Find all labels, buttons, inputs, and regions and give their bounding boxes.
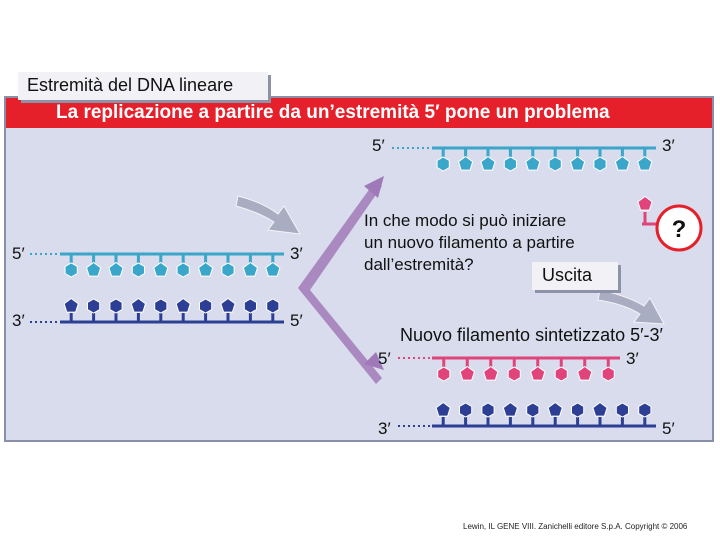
left-template-base	[242, 261, 259, 277]
left-template-base	[131, 262, 145, 278]
end-label-left-top-3: 3′	[290, 244, 303, 263]
top-template-base	[614, 155, 631, 171]
left-complement-base	[154, 298, 168, 314]
bottom-complement-base	[526, 402, 540, 418]
new-strand-base	[530, 365, 546, 381]
left-template-base	[108, 261, 124, 277]
left-complement-base	[220, 297, 236, 313]
bottom-complement-base	[459, 402, 473, 418]
fork-chevron	[298, 180, 382, 384]
bottom-complement-base	[571, 402, 585, 418]
exit-label-box: Uscita	[532, 262, 618, 290]
new-strand-base	[601, 366, 615, 382]
left-complement-base	[199, 298, 213, 314]
end-label-bottom-blue-5: 5′	[662, 419, 675, 438]
end-label-left-top-5: 5′	[12, 244, 25, 263]
fork-arrowhead-down	[364, 352, 384, 370]
top-template-base	[457, 155, 474, 171]
top-template-base	[593, 156, 607, 172]
top-template-base	[503, 156, 517, 172]
new-strand-base	[577, 365, 593, 381]
bottom-complement-base	[481, 402, 495, 418]
curved-arrow-left	[235, 195, 301, 235]
end-label-bottom-blue-3: 3′	[378, 419, 391, 438]
left-template-base	[176, 262, 190, 278]
left-complement-base	[109, 298, 123, 314]
end-label-top-right-3: 3′	[662, 136, 675, 155]
left-complement-base	[175, 297, 191, 313]
question-circle	[655, 204, 703, 252]
top-template-base	[480, 155, 496, 171]
diagram-title: La replicazione a partire da un’estremit…	[56, 102, 610, 123]
top-template-base	[548, 156, 562, 172]
bottom-complement-base	[638, 402, 652, 418]
new-strand-base	[437, 366, 451, 382]
top-template-base	[637, 155, 653, 171]
top-template-base	[436, 156, 450, 172]
exit-label: Uscita	[542, 265, 593, 285]
question-line-3: dall’estremità?	[364, 255, 474, 274]
linear-dna-end-label: Estremità del DNA lineare	[27, 75, 234, 95]
new-strand-base	[483, 365, 499, 381]
question-line-1: In che modo si può iniziare	[364, 211, 567, 230]
top-template-base	[569, 155, 586, 171]
left-complement-base	[63, 297, 79, 313]
new-strand-base	[507, 366, 521, 382]
left-template-base	[265, 261, 281, 277]
left-complement-base	[243, 298, 257, 314]
end-label-top-right-5: 5′	[372, 136, 385, 155]
title-bar: La replicazione a partire da un’estremit…	[6, 98, 712, 128]
left-complement-base	[87, 298, 101, 314]
new-strand-base	[459, 365, 475, 381]
linear-dna-end-label-box: Estremità del DNA lineare	[18, 72, 268, 100]
left-template-base	[221, 262, 235, 278]
copyright-footer: Lewin, IL GENE VIII. Zanichelli editore …	[463, 522, 688, 531]
curved-arrow-exit	[597, 289, 665, 325]
end-label-left-bottom-5: 5′	[290, 311, 303, 330]
top-template-base	[525, 155, 541, 171]
question-mark-icon: ?	[672, 216, 687, 243]
bottom-complement-base	[502, 401, 519, 417]
left-template-base	[197, 261, 214, 277]
left-template-base	[153, 261, 169, 277]
fork-arrowhead-up	[364, 176, 384, 198]
left-complement-base	[266, 298, 280, 314]
bottom-complement-base	[592, 401, 608, 417]
new-strand-label: Nuovo filamento sintetizzato 5′-3′	[400, 325, 663, 345]
left-template-base	[85, 261, 102, 277]
new-strand-base	[554, 366, 568, 382]
left-template-base	[64, 262, 78, 278]
end-label-left-bottom-3: 3′	[12, 311, 25, 330]
end-label-pink-3: 3′	[626, 349, 639, 368]
bottom-complement-base	[435, 401, 451, 417]
primer-stub-base	[637, 195, 653, 211]
left-complement-base	[130, 297, 147, 313]
question-line-2: un nuovo filamento a partire	[364, 233, 575, 252]
end-label-pink-5: 5′	[378, 349, 391, 368]
bottom-complement-base	[615, 402, 629, 418]
bottom-complement-base	[547, 401, 563, 417]
